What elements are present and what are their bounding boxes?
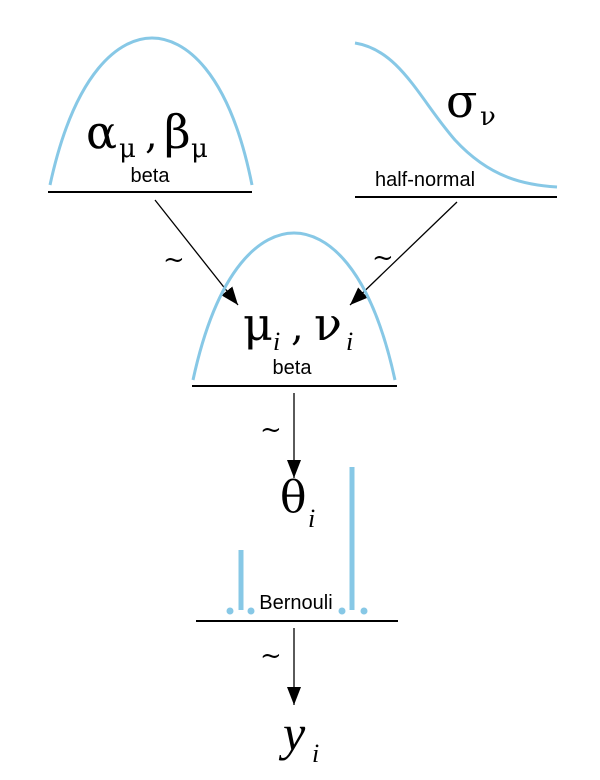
tilde-top-right: ~ [372, 243, 394, 273]
beta-curve-icon [48, 36, 254, 186]
tilde-top-left: ~ [163, 245, 185, 275]
theta-subscript: i [308, 504, 315, 533]
y-symbol: y [278, 705, 306, 761]
top-left-prior-node: α μ , β μ beta [48, 36, 254, 193]
param-separator: , [291, 304, 304, 350]
top-left-distribution-label: beta [131, 165, 171, 187]
bernoulli-bars-icon [226, 467, 368, 615]
alpha-subscript: μ [119, 134, 136, 164]
top-right-distribution-label: half-normal [375, 169, 475, 191]
bernoulli-distribution-label: Bernouli [259, 592, 332, 614]
alpha-symbol: α [86, 105, 117, 159]
arrow-top-right-to-middle [349, 201, 458, 306]
theta-node: θ i [280, 472, 315, 533]
tilde-middle: ~ [260, 415, 282, 445]
sigma-symbol: σ [446, 74, 477, 128]
beta-subscript: μ [191, 134, 208, 164]
middle-distribution-label: beta [273, 357, 313, 379]
data-node: y i [278, 705, 319, 768]
param-separator: , [145, 112, 158, 158]
theta-symbol: θ [280, 472, 307, 523]
y-subscript: i [312, 739, 319, 768]
beta-symbol: β [164, 105, 191, 159]
beta-curve-icon [191, 231, 397, 381]
half-normal-curve-icon [354, 41, 558, 189]
nu-subscript: i [346, 327, 353, 356]
mu-symbol: μ [243, 297, 273, 351]
mu-subscript: i [273, 327, 280, 356]
tilde-bernoulli: ~ [260, 641, 282, 671]
bernoulli-node: Bernouli [196, 467, 398, 622]
middle-beta-node: μ i , ν i beta [191, 231, 397, 387]
nu-symbol: ν [314, 297, 342, 351]
sigma-subscript: ν [480, 102, 496, 132]
top-right-prior-node: σ ν half-normal [354, 41, 558, 198]
